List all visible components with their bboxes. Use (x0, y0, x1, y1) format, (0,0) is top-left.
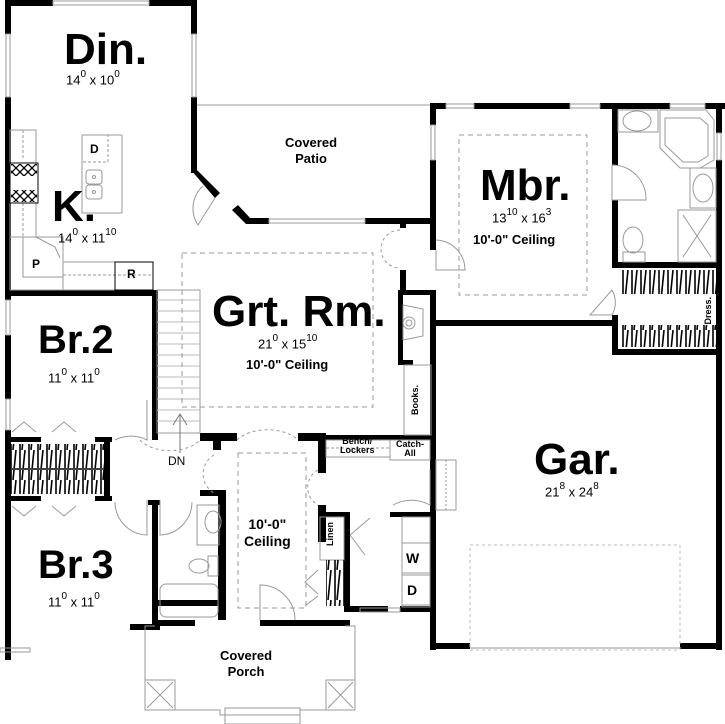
closet-shelving (11, 270, 716, 606)
room-label-bedroom-3: Br.3 (38, 543, 114, 587)
room-label-kitchen: K. (52, 182, 96, 231)
room-dimensions-master-bedroom: 1310 x 163 (492, 207, 552, 226)
washer-label: W (406, 550, 420, 566)
door-swings (11, 164, 647, 621)
ceiling-note-foyer: 10'-0" Ceiling (244, 516, 291, 549)
books-label: Books. (410, 385, 420, 416)
dishwasher-label: D (90, 142, 99, 156)
stairs-down-label: DN (168, 454, 186, 468)
room-label-master-bedroom: Mbr. (480, 161, 571, 210)
linen-label: Linen (325, 522, 335, 546)
room-dimensions-dining: 140 x 100 (66, 69, 120, 88)
ceiling-note-master-bedroom: 10'-0" Ceiling (473, 232, 556, 247)
room-dimensions-bedroom-3: 110 x 110 (48, 591, 100, 610)
room-dimensions-kitchen: 140 x 1110 (58, 227, 117, 246)
dryer-label: D (407, 582, 418, 598)
room-label-covered-porch: Covered Porch (220, 648, 273, 679)
refrigerator-label: R (127, 267, 136, 281)
room-label-great-room: Grt. Rm. (212, 287, 386, 336)
room-label-bedroom-2: Br.2 (38, 318, 114, 362)
room-dimensions-bedroom-2: 110 x 110 (48, 367, 100, 386)
room-dimensions-garage: 218 x 248 (545, 481, 599, 500)
bench-lockers-label: Bench/ Lockers (340, 436, 375, 455)
exterior-walls (5, 0, 725, 660)
room-label-covered-patio: Covered Patio (285, 135, 338, 166)
room-label-dining: Din. (64, 25, 148, 74)
range-stove (9, 162, 39, 204)
room-dimensions-great-room: 210 x 1510 (258, 333, 318, 352)
pantry-label: P (32, 257, 41, 271)
room-label-garage: Gar. (534, 435, 620, 484)
catch-all-label: Catch- All (396, 439, 425, 458)
ceiling-note-great-room: 10'-0" Ceiling (246, 357, 329, 372)
dress-label: Dress. (703, 297, 713, 325)
